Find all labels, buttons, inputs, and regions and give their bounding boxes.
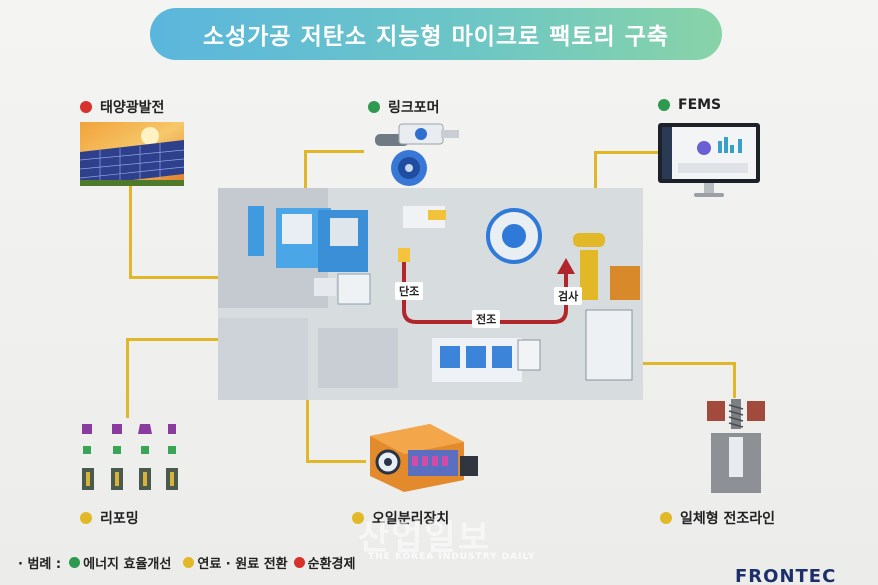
connector-fems-v: [594, 151, 597, 191]
linkformer-image: [375, 123, 459, 186]
category-dot-fuel: [80, 512, 92, 524]
category-dot-fuel: [352, 512, 364, 524]
label-oil-separator: 오일분리장치: [352, 508, 449, 528]
page-title: 소성가공 저탄소 지능형 마이크로 팩토리 구축: [202, 24, 670, 50]
legend-dot-circular: [293, 557, 305, 568]
title-banner: 소성가공 저탄소 지능형 마이크로 팩토리 구축: [150, 8, 722, 60]
process-inspection-label: 검사: [554, 287, 583, 305]
legend-prefix: · 범례 :: [18, 557, 62, 572]
connector-solar-h: [129, 276, 221, 279]
legend-item-fuel: 연료 · 원료 전환: [197, 557, 288, 572]
label-reforming: 리포밍: [80, 508, 139, 528]
integrated-line-image: [707, 399, 765, 493]
process-rolling-label: 전조: [472, 310, 501, 328]
connector-linkformer-v: [304, 150, 307, 192]
factory-layout: 단조 전조 검사: [218, 188, 643, 400]
label-oil-separator-text: 오일분리장치: [372, 511, 450, 527]
label-linkformer: 링크포머: [368, 97, 440, 117]
legend-dot-energy: [69, 557, 81, 568]
company-logo: FRONTEC: [735, 566, 878, 585]
connector-integrated-v: [733, 362, 736, 398]
category-dot-fuel: [660, 512, 672, 524]
label-solar-text: 태양광발전: [100, 100, 165, 116]
connector-linkformer-h: [304, 150, 364, 153]
label-fems-text: FEMS: [678, 97, 722, 113]
oil-separator-image: [370, 424, 478, 492]
watermark-main: 산업일보: [358, 518, 492, 558]
label-fems: FEMS: [658, 97, 721, 113]
category-dot-energy: [658, 99, 670, 111]
connector-reforming-v: [126, 338, 129, 418]
legend-dot-fuel: [183, 557, 195, 568]
legend-item-energy: 에너지 효율개선: [83, 557, 172, 572]
company-logo-text: FRONTEC: [735, 566, 837, 585]
category-dot-circular: [80, 101, 92, 113]
label-solar: 태양광발전: [80, 97, 164, 117]
watermark-sub: THE KOREA INDUSTRY DAILY: [368, 552, 536, 562]
connector-fems-h: [594, 151, 660, 154]
connector-oil-h: [306, 460, 366, 463]
connector-solar-v: [129, 186, 132, 279]
legend: · 범례 : 에너지 효율개선 연료 · 원료 전환 순환경제: [18, 553, 355, 572]
process-forging-label: 단조: [395, 282, 424, 300]
fems-monitor-image: [658, 123, 760, 197]
connector-reforming-h: [126, 338, 221, 341]
label-reforming-text: 리포밍: [100, 511, 139, 527]
legend-item-circular: 순환경제: [307, 557, 356, 572]
solar-panel-image: [80, 122, 184, 186]
reforming-parts-image: [82, 424, 178, 490]
label-integrated-line: 일체형 전조라인: [660, 508, 775, 528]
label-linkformer-text: 링크포머: [388, 100, 440, 116]
factory-layout-drawing: [218, 188, 643, 400]
label-integrated-line-text: 일체형 전조라인: [680, 511, 776, 527]
category-dot-energy: [368, 101, 380, 113]
